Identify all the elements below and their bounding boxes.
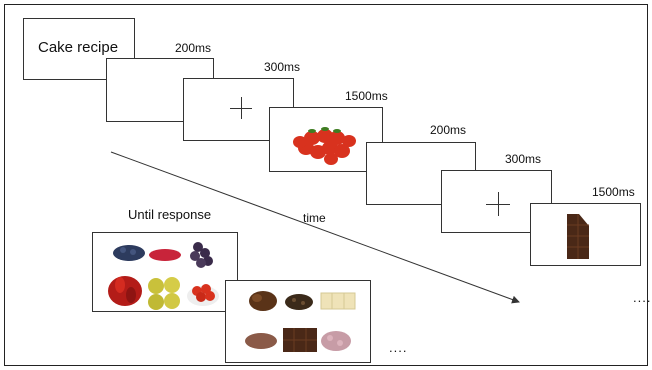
screen-choice-chocolate xyxy=(225,280,371,363)
duration-fixation-2: 300ms xyxy=(505,152,542,166)
screen-stimulus-chocolate xyxy=(530,203,641,266)
fixation-cross-vertical xyxy=(498,192,499,216)
yellow-plums-image xyxy=(148,277,180,310)
duration-blank-1: 200ms xyxy=(175,41,212,55)
screen-stimulus-strawberries xyxy=(269,107,383,172)
grapes-image xyxy=(190,242,213,268)
duration-fixation-1: 300ms xyxy=(264,60,301,74)
duration-stimulus-1: 1500ms xyxy=(345,89,388,103)
strawberry-bowl-image xyxy=(187,284,219,306)
cake-recipe-text: Cake recipe xyxy=(38,39,119,56)
time-label: time xyxy=(303,211,326,225)
duration-stimulus-2: 1500ms xyxy=(592,185,635,199)
chocolate-choices xyxy=(245,291,356,352)
ellipsis-right: .... xyxy=(633,290,652,305)
cocoa-powder-image xyxy=(245,333,277,349)
duration-blank-2: 200ms xyxy=(430,123,467,137)
screen-choice-fruits xyxy=(92,232,238,312)
pink-candies-image xyxy=(321,331,351,351)
fixation-cross-vertical xyxy=(241,97,242,119)
figure-frame xyxy=(4,4,648,366)
until-response-label: Until response xyxy=(128,207,212,222)
coffee-beans-image xyxy=(285,294,313,310)
chocolate-bar-image xyxy=(567,214,589,259)
blueberries-image xyxy=(113,245,145,261)
strawberries-image xyxy=(293,127,356,165)
raspberries-image xyxy=(149,249,181,261)
chili-peppers-image xyxy=(108,276,142,306)
white-chocolate-image xyxy=(320,292,356,310)
ellipsis-bottom: .... xyxy=(389,340,408,355)
fruit-choices xyxy=(108,242,219,310)
dates-image xyxy=(249,291,277,311)
dark-chocolate-image xyxy=(283,328,317,352)
